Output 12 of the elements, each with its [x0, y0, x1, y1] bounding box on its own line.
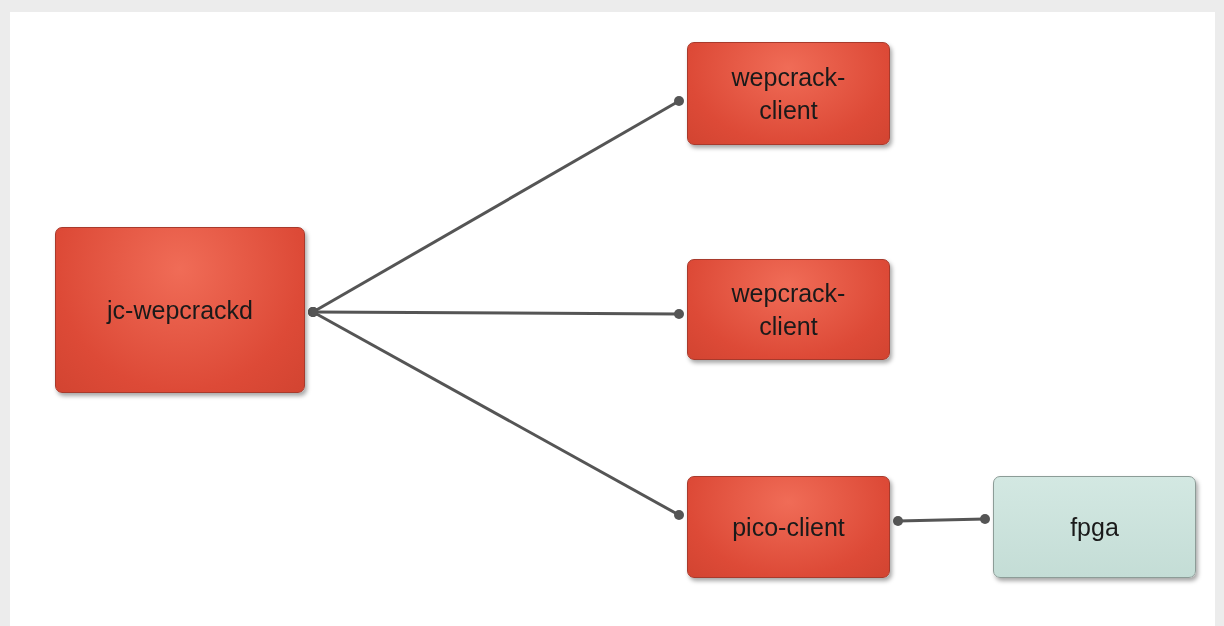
node-label: pico-client	[732, 511, 845, 543]
node-label: fpga	[1070, 511, 1119, 543]
node-label: jc-wepcrackd	[107, 294, 253, 326]
node-label: wepcrack-client	[730, 278, 847, 342]
connector-line	[308, 307, 684, 520]
node-label: wepcrack-client	[730, 62, 847, 126]
process-box	[55, 227, 305, 393]
hardware-box	[993, 476, 1196, 578]
connector-line	[893, 514, 990, 526]
process-box	[687, 42, 890, 145]
process-box	[687, 476, 890, 578]
process-box	[687, 259, 890, 360]
